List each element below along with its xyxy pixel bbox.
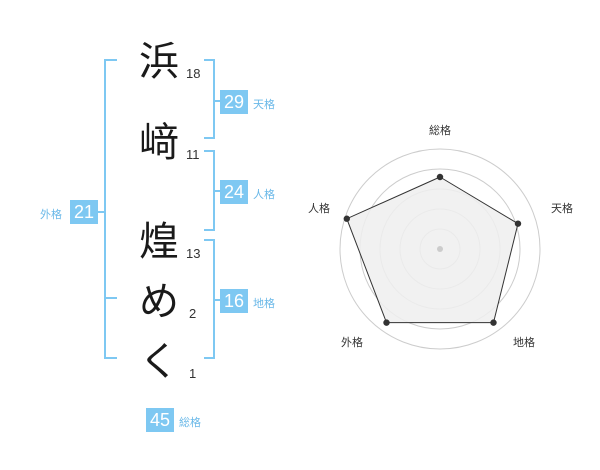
radar-axis-label-gaikaku: 外格 [341,336,363,349]
jinkaku-label: 人格 [253,188,275,201]
radar-ring-1 [339,148,541,350]
name-char-3: 煌 [139,219,179,265]
radar-point-1 [436,173,444,181]
tenkaku-value: 29 [220,90,248,114]
name-char-2: 﨑 [139,120,179,166]
chikaku-label: 地格 [253,297,275,310]
gaikaku-value: 21 [70,200,98,224]
chikaku-value: 16 [220,289,248,313]
tenkaku-label: 天格 [253,98,275,111]
stroke-count-1: 18 [186,66,201,81]
gaikaku-label: 外格 [40,208,62,221]
radar-axis-label-soukaku: 総格 [429,124,451,137]
radar-axis-label-jinkaku: 人格 [308,202,330,215]
radar-point-4 [383,319,390,326]
name-char-4: め [139,279,179,325]
radar-axis-label-chikaku: 地格 [513,336,535,349]
radar-point-2 [514,220,522,227]
soukaku-value: 45 [146,408,174,432]
name-char-1: 浜 [139,39,179,85]
radar-axis-label-tenkaku: 天格 [551,202,573,215]
stroke-count-3: 13 [186,246,201,261]
radar-data-polygon [346,176,519,324]
stroke-count-2: 11 [186,147,200,162]
radar-center-dot [437,246,443,252]
stroke-count-4: 2 [189,306,197,321]
radar-point-3 [490,319,497,326]
stroke-count-5: 1 [189,366,197,381]
radar-point-5 [343,215,350,222]
jinkaku-value: 24 [220,180,248,204]
name-char-5: く [139,339,179,385]
soukaku-label: 総格 [179,416,201,429]
